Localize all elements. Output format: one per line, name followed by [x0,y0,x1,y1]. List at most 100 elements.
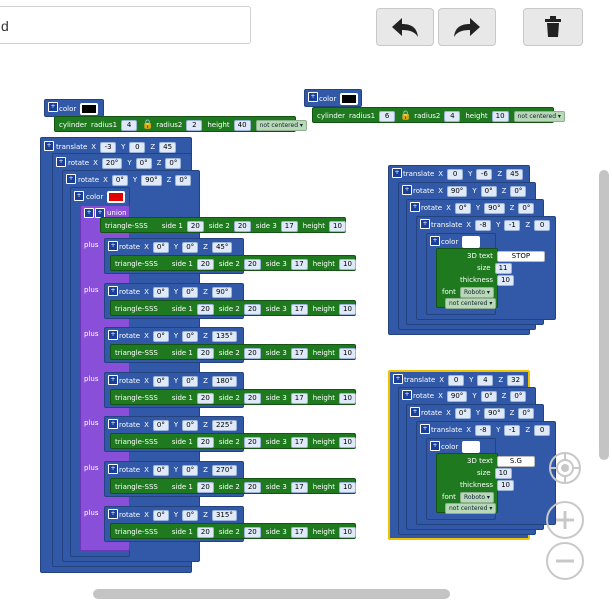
rotate-z-field[interactable]: 0° [175,174,192,186]
rotate-x-field[interactable]: 0° [152,509,169,521]
translate-y-field[interactable]: 4 [477,374,494,386]
color-block[interactable]: + color [304,89,362,107]
side1-field[interactable]: 20 [196,258,214,270]
rotate-x-field[interactable]: 90° [446,390,468,402]
vertical-scrollbar[interactable] [599,170,609,460]
rotate-x-field[interactable]: 0° [152,375,169,387]
side1-field[interactable]: 20 [196,526,214,538]
block-gear-icon[interactable]: + [108,509,118,519]
radius2-field[interactable]: 4 [444,110,461,122]
translate-x-field[interactable]: -3 [100,141,117,153]
translate-x-field[interactable]: 0 [448,374,465,386]
side1-field[interactable]: 20 [196,303,214,315]
side1-field[interactable]: 20 [196,392,214,404]
side3-field[interactable]: 17 [290,526,308,538]
block-gear-icon[interactable]: + [393,374,403,384]
undo-button[interactable] [376,8,434,46]
rotate-y-field[interactable]: 90° [141,174,162,186]
block-gear-icon[interactable]: + [108,375,118,385]
lock-icon[interactable]: 🔒 [400,111,412,121]
recenter-button[interactable] [549,452,581,484]
side2-field[interactable]: 20 [243,303,261,315]
block-gear-icon[interactable]: + [308,92,318,102]
translate-z-field[interactable]: 0 [534,219,551,231]
side2-field[interactable]: 20 [243,526,261,538]
translate-y-field[interactable]: 0 [129,141,146,153]
height-field[interactable]: 10 [339,526,356,538]
height-field[interactable]: 10 [339,258,356,270]
block-gear-icon[interactable]: + [56,157,66,167]
font-dropdown[interactable]: Roboto ▾ [459,286,494,298]
side2-field[interactable]: 20 [233,220,251,232]
rotate-x-field[interactable]: 0° [454,202,471,214]
rotate-y-field[interactable]: 0° [182,375,199,387]
height-field[interactable]: 10 [339,481,356,493]
rotate-y-field[interactable]: 90° [484,407,505,419]
block-gear-icon[interactable]: + [84,208,94,218]
translate-z-field[interactable]: 0 [534,424,551,436]
color-swatch-black[interactable] [80,103,99,115]
rotate-x-field[interactable]: 0° [111,174,128,186]
block-gear-icon[interactable]: + [48,102,58,112]
rotate-x-field[interactable]: 0° [152,241,169,253]
delete-button[interactable] [523,8,583,46]
block-gear-icon[interactable]: + [108,419,118,429]
translate-z-field[interactable]: 32 [507,374,525,386]
radius1-field[interactable]: 4 [121,119,138,131]
side1-field[interactable]: 20 [196,347,214,359]
rotate-y-field[interactable]: 0° [182,241,199,253]
block-gear-icon[interactable]: + [392,168,402,178]
centered-dropdown[interactable]: not centered ▾ [445,297,497,309]
side3-field[interactable]: 17 [290,258,308,270]
block-gear-icon[interactable]: + [108,286,118,296]
block-gear-icon[interactable]: + [430,441,440,451]
block-gear-icon[interactable]: + [108,241,118,251]
color-swatch-red[interactable] [107,191,126,203]
rotate-z-field[interactable]: 270° [211,464,237,476]
rotate-y-field[interactable]: 0° [182,286,199,298]
color-swatch-white[interactable] [462,441,481,453]
height-field[interactable]: 10 [339,436,356,448]
translate-y-field[interactable]: -6 [476,168,493,180]
zoom-out-button[interactable] [546,542,584,580]
zoom-in-button[interactable] [546,501,584,539]
thickness-field[interactable]: 10 [497,479,514,491]
color-block[interactable]: + color [44,99,104,117]
side3-field[interactable]: 17 [290,481,308,493]
side1-field[interactable]: 20 [186,220,204,232]
cylinder-block[interactable]: cylinder radius1 4 🔒 radius2 2 height 40… [54,116,307,132]
side2-field[interactable]: 20 [243,392,261,404]
height-field[interactable]: 10 [339,303,356,315]
rotate-z-field[interactable]: 180° [211,375,237,387]
rotate-z-field[interactable]: 315° [211,509,237,521]
rotate-z-field[interactable]: 0° [510,185,527,197]
centered-dropdown[interactable]: not centered ▾ [513,110,565,122]
block-gear-icon[interactable]: + [108,464,118,474]
text3d-value-field[interactable]: S.G [496,455,535,467]
rotate-x-field[interactable]: 0° [152,419,169,431]
size-field[interactable]: 11 [494,262,512,274]
block-gear-icon[interactable]: + [402,185,412,195]
redo-button[interactable] [438,8,496,46]
block-gear-icon[interactable]: + [420,424,430,434]
block-gear-icon[interactable]: + [108,330,118,340]
rotate-z-field[interactable]: 90° [211,286,233,298]
side2-field[interactable]: 20 [243,436,261,448]
rotate-z-field[interactable]: 0° [165,157,182,169]
block-gear-icon[interactable]: + [66,174,76,184]
horizontal-scrollbar[interactable] [93,589,450,599]
translate-x-field[interactable]: -8 [475,424,492,436]
rotate-y-field[interactable]: 0° [480,390,497,402]
height-field[interactable]: 10 [339,347,356,359]
rotate-y-field[interactable]: 0° [182,330,199,342]
block-gear-icon[interactable]: + [410,202,420,212]
